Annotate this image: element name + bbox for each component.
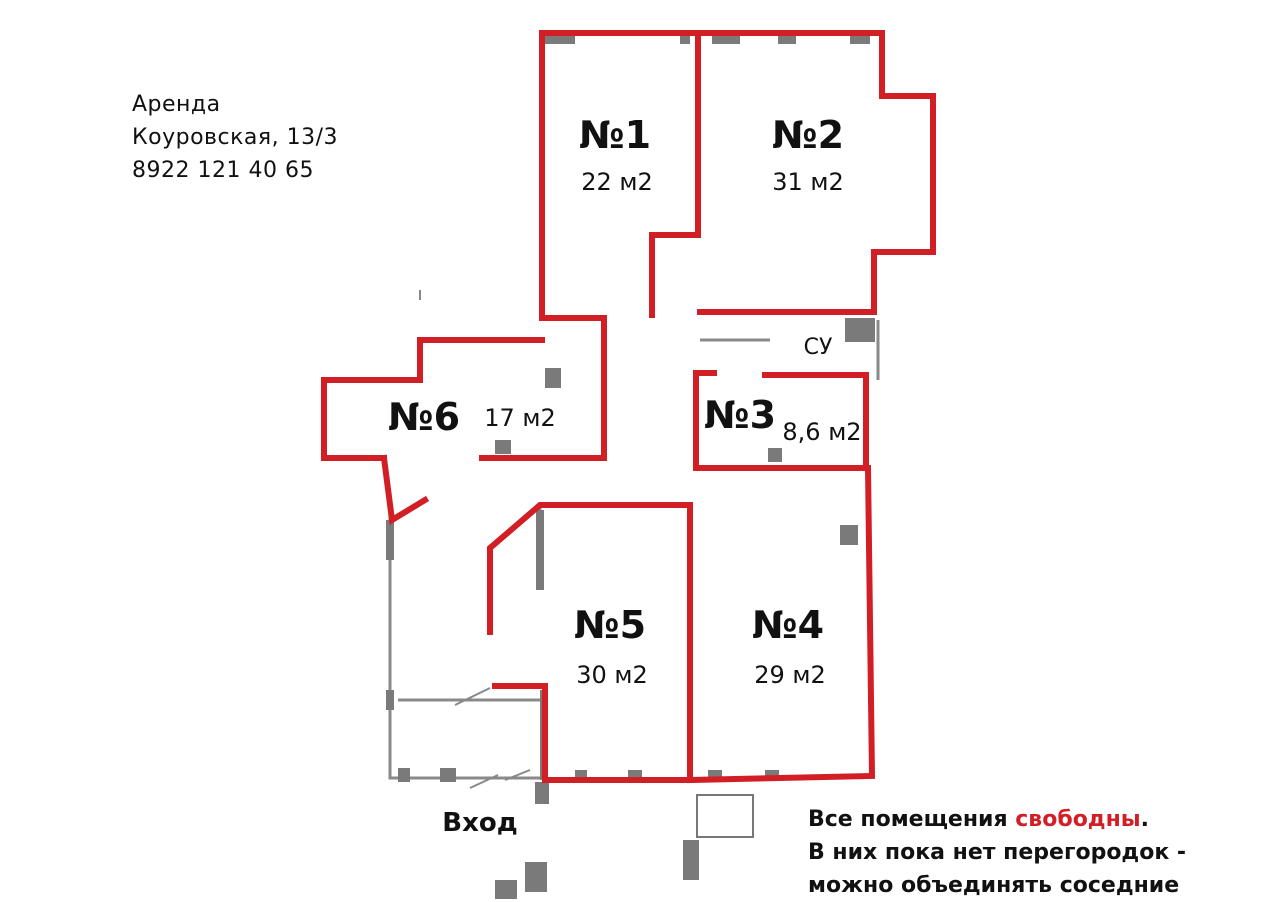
- wall-segment: [545, 36, 575, 44]
- bathroom-label: СУ: [804, 335, 833, 360]
- note-line-3: можно объединять соседние: [808, 873, 1180, 898]
- wall-segment: [386, 690, 394, 710]
- wall-segment: [708, 770, 722, 780]
- address: Коуровская, 13/3: [132, 125, 338, 150]
- room-4-outline: [686, 464, 876, 784]
- room-1-number: №1: [579, 113, 651, 157]
- wall-segment: [765, 770, 779, 780]
- note-suffix: .: [1140, 807, 1150, 832]
- wall-segment: [398, 768, 410, 782]
- listing-type: Аренда: [132, 92, 221, 117]
- wall-segment: [440, 768, 456, 782]
- room-2-number: №2: [772, 113, 844, 157]
- pillar: [495, 440, 511, 454]
- pillar: [768, 448, 782, 462]
- wall-segment: [850, 36, 870, 44]
- phone-number: 8922 121 40 65: [132, 158, 314, 183]
- room-3-number: №3: [704, 393, 776, 437]
- room-4-number: №4: [752, 603, 824, 647]
- room-5-number: №5: [574, 603, 646, 647]
- wall-segment: [386, 520, 394, 560]
- porch: [696, 794, 754, 838]
- entrance-label: Вход: [442, 808, 517, 838]
- wall-segment: [683, 840, 699, 880]
- room-6-number: №6: [388, 395, 460, 439]
- room-3-outline: [693, 370, 869, 471]
- wall-segment: [535, 782, 549, 804]
- note-highlight: свободны: [1015, 807, 1141, 832]
- room-1-outline: [539, 30, 701, 321]
- building-walls: [386, 36, 880, 899]
- room-1-area: 22 м2: [581, 168, 653, 196]
- room-2-outline: [695, 30, 936, 315]
- room-3-area: 8,6 м2: [782, 418, 861, 446]
- room-2-area: 31 м2: [772, 168, 844, 196]
- room-4-area: 29 м2: [754, 661, 826, 689]
- room-6-area: 17 м2: [484, 404, 556, 432]
- wall-segment: [575, 770, 587, 780]
- pillar: [545, 368, 561, 388]
- note-line-1: Все помещения свободны.: [808, 803, 1186, 836]
- note-line-2: В них пока нет перегородок -: [808, 840, 1187, 865]
- room-5-area: 30 м2: [576, 661, 648, 689]
- wall-segment: [712, 36, 740, 44]
- pillar: [840, 525, 858, 545]
- room-5-outline: [487, 502, 693, 783]
- wall-segment: [525, 862, 547, 892]
- contact-info: Аренда Коуровская, 13/3 8922 121 40 65: [132, 88, 338, 187]
- wall-segment: [536, 510, 544, 590]
- wall-segment: [628, 770, 642, 780]
- pillar: [845, 318, 875, 342]
- wall-segment: [778, 36, 796, 44]
- availability-note: Все помещения свободны. В них пока нет п…: [808, 803, 1186, 902]
- room-outlines: [321, 30, 936, 784]
- room-6-outline: [321, 315, 607, 525]
- note-prefix: Все помещения: [808, 807, 1016, 832]
- wall-segment: [680, 36, 690, 44]
- wall-segment: [495, 880, 517, 899]
- room-labels: №1 22 м2 №2 31 м2 №3 8,6 м2 №4 29 м2 №5 …: [388, 113, 862, 838]
